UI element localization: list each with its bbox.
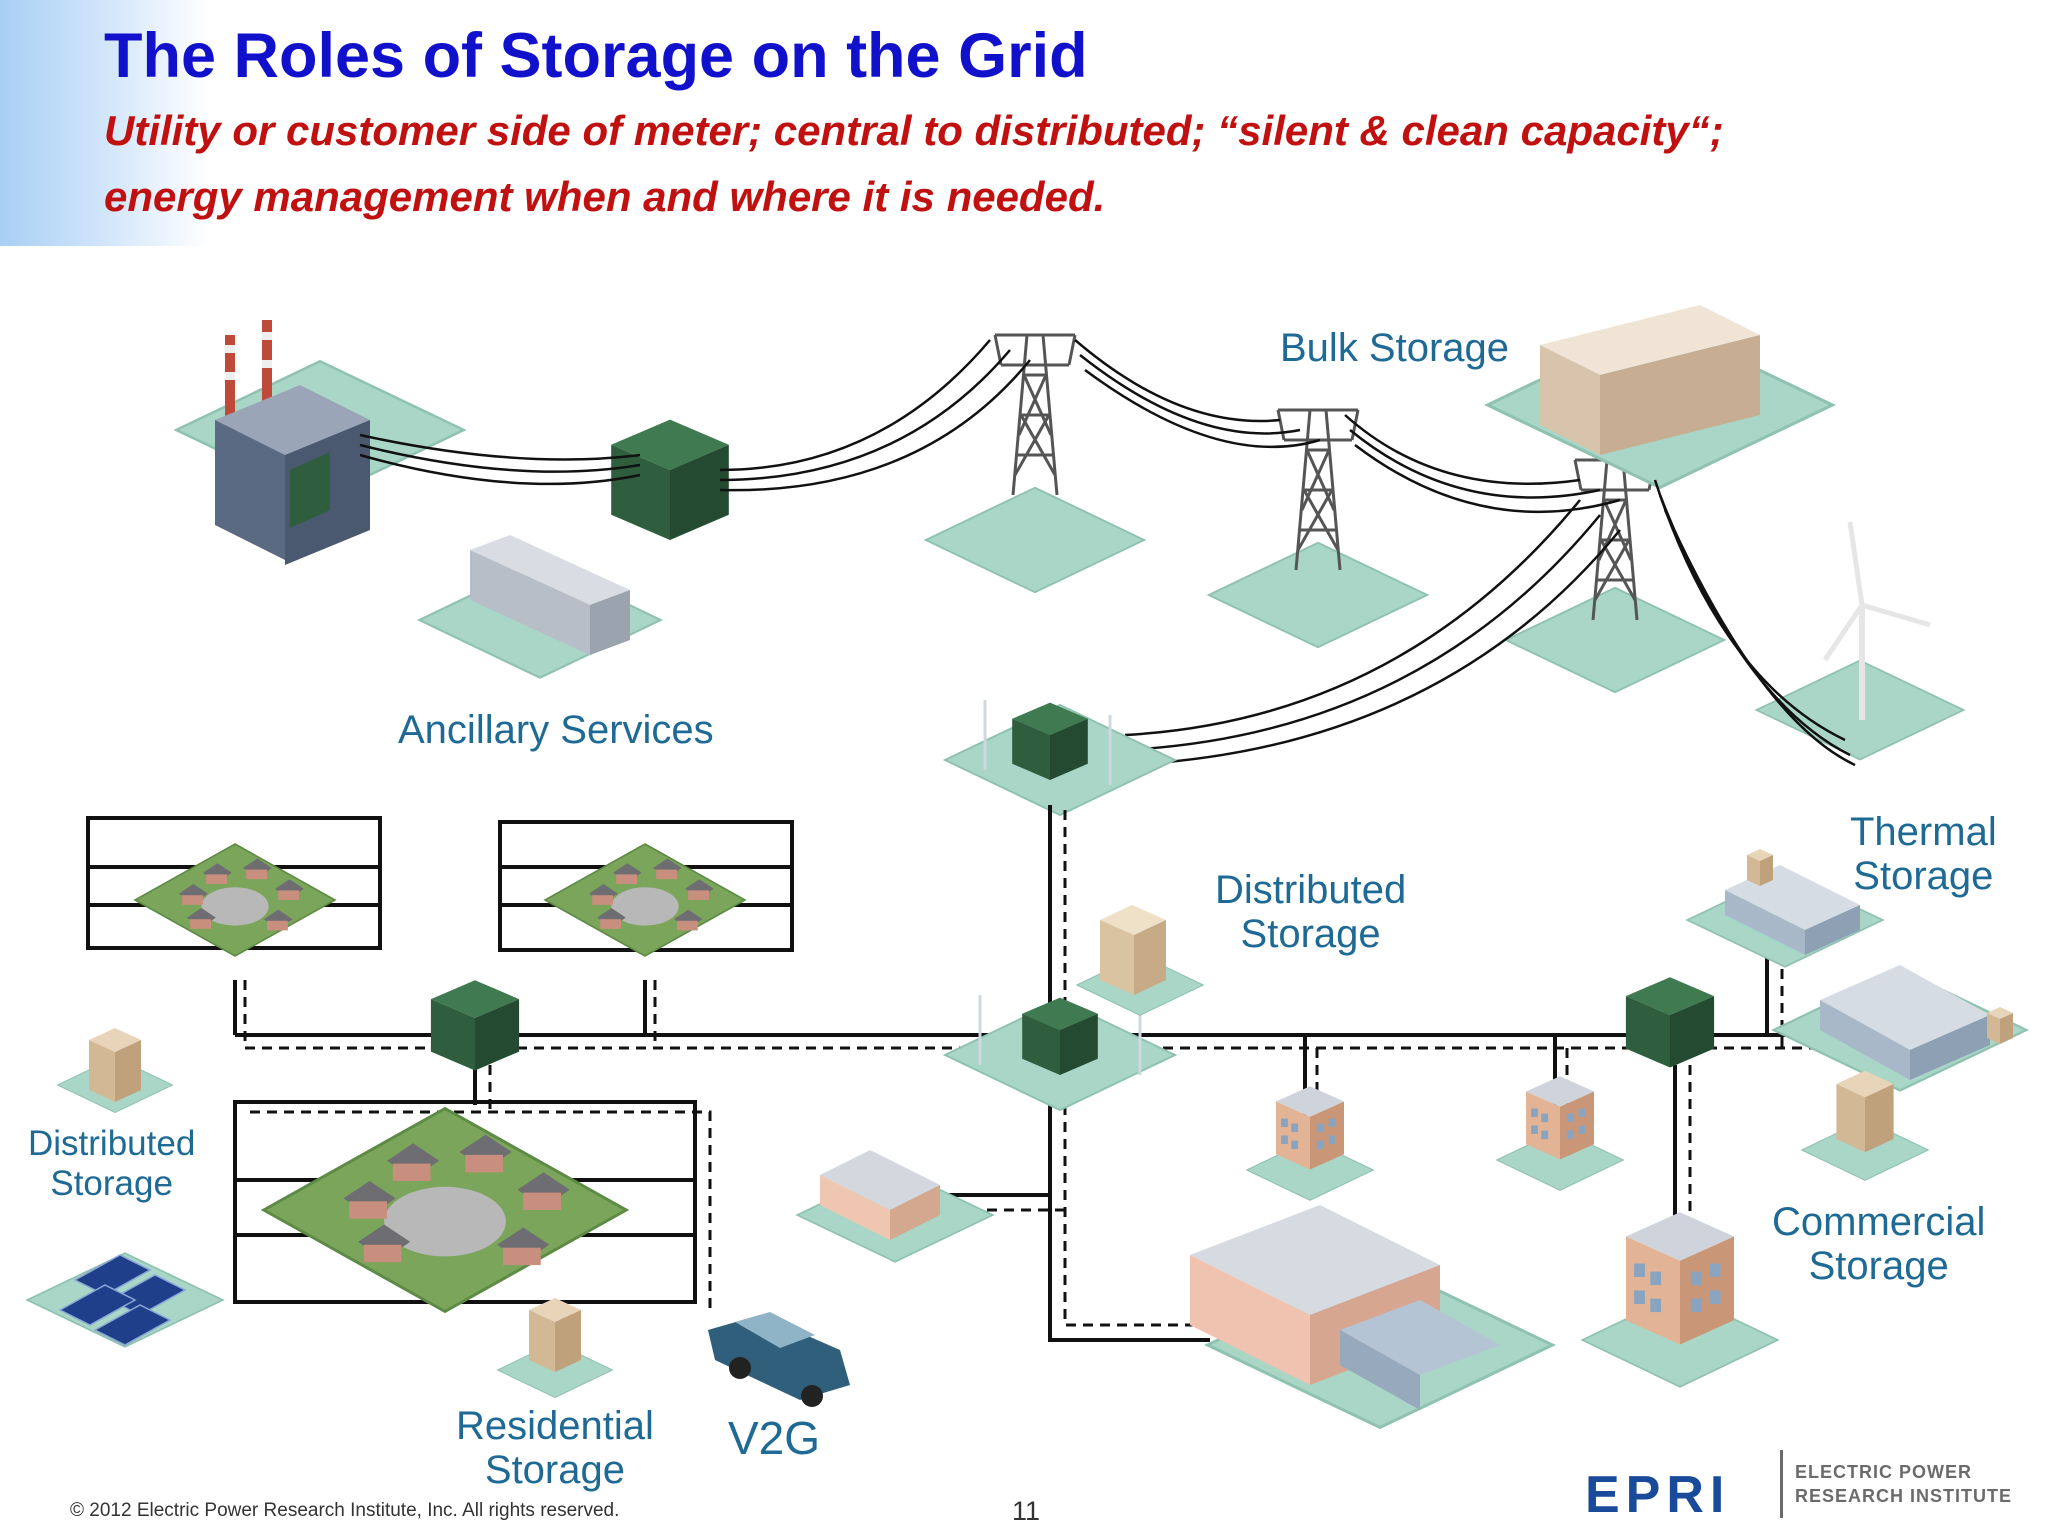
label-thermal-storage: Thermal Storage <box>1850 810 1997 898</box>
corner-gradient <box>0 0 210 246</box>
copyright-footer: © 2012 Electric Power Research Institute… <box>70 1500 620 1521</box>
label-v2g: V2G <box>728 1412 821 1464</box>
label-commercial-storage-line-2: Storage <box>1808 1244 1949 1288</box>
logo-text-line-2: RESEARCH INSTITUTE <box>1795 1486 2013 1506</box>
large-commercial-building <box>1190 1205 1554 1429</box>
slide-subtitle: Utility or customer side of meter; centr… <box>104 98 1984 230</box>
bulk-storage-facility <box>1486 305 1834 489</box>
right-transformer <box>1625 977 1715 1068</box>
page-number: 11 <box>1012 1496 1041 1526</box>
label-residential-storage-line-2: Storage <box>484 1448 625 1492</box>
communication-lines <box>243 810 1850 1327</box>
label-distributed-storage-center-line-1: Distributed <box>1215 868 1407 912</box>
label-residential-storage-line-1: Residential <box>456 1404 654 1448</box>
transmission-lines <box>359 339 1856 767</box>
label-distributed-storage-left-line-1: Distributed <box>28 1124 196 1163</box>
epri-logo: EPRI <box>1585 1466 1731 1524</box>
neighborhood-transformer <box>430 980 520 1071</box>
residential-storage-cabinet <box>497 1298 613 1398</box>
substation-upper <box>944 700 1176 816</box>
distributed-storage-left-cabinet <box>57 1028 173 1113</box>
v2g-car <box>708 1312 850 1407</box>
thermal-storage-building <box>1686 849 1884 968</box>
apartment-building-2 <box>1496 1076 1624 1191</box>
label-distributed-storage-center: Distributed Storage <box>1215 868 1406 956</box>
label-distributed-storage-left-line-2: Storage <box>50 1164 173 1203</box>
neighborhood-main <box>233 1100 697 1313</box>
label-thermal-storage-line-1: Thermal <box>1850 810 1997 854</box>
substation-lower <box>944 995 1176 1111</box>
apartment-building-3 <box>1581 1212 1779 1388</box>
label-commercial-storage: Commercial Storage <box>1772 1200 1985 1288</box>
step-up-transformer <box>611 419 729 540</box>
slide-title: The Roles of Storage on the Grid <box>104 21 1088 91</box>
label-ancillary-services: Ancillary Services <box>398 708 714 752</box>
label-bulk-storage: Bulk Storage <box>1280 326 1510 370</box>
logo-text-line-1: ELECTRIC POWER <box>1795 1462 1973 1482</box>
subtitle-line-2: energy management when and where it is n… <box>104 173 1106 220</box>
label-distributed-storage-center-line-2: Storage <box>1240 912 1381 956</box>
commercial-storage-building <box>1772 965 2028 1092</box>
label-distributed-storage-left: Distributed Storage <box>28 1124 195 1204</box>
subtitle-line-1: Utility or customer side of meter; centr… <box>104 107 1724 154</box>
label-thermal-storage-line-2: Storage <box>1853 854 1994 898</box>
ancillary-storage-trailer <box>418 535 662 679</box>
label-residential-storage: Residential Storage <box>456 1404 654 1492</box>
solar-panels <box>26 1252 224 1348</box>
logo-divider <box>1780 1450 1783 1518</box>
neighborhood-top-left <box>86 816 382 957</box>
wind-turbine <box>1755 521 1965 761</box>
logo-text: ELECTRIC POWER RESEARCH INSTITUTE <box>1795 1460 2012 1508</box>
power-plant <box>175 320 465 565</box>
transmission-tower-3 <box>1504 458 1726 694</box>
apartment-building-1 <box>1246 1086 1374 1201</box>
neighborhood-top-right <box>498 820 794 957</box>
label-commercial-storage-line-1: Commercial <box>1772 1200 1986 1244</box>
distributed-storage-center-cabinet <box>1076 905 1204 1016</box>
small-commercial-building <box>796 1150 994 1263</box>
